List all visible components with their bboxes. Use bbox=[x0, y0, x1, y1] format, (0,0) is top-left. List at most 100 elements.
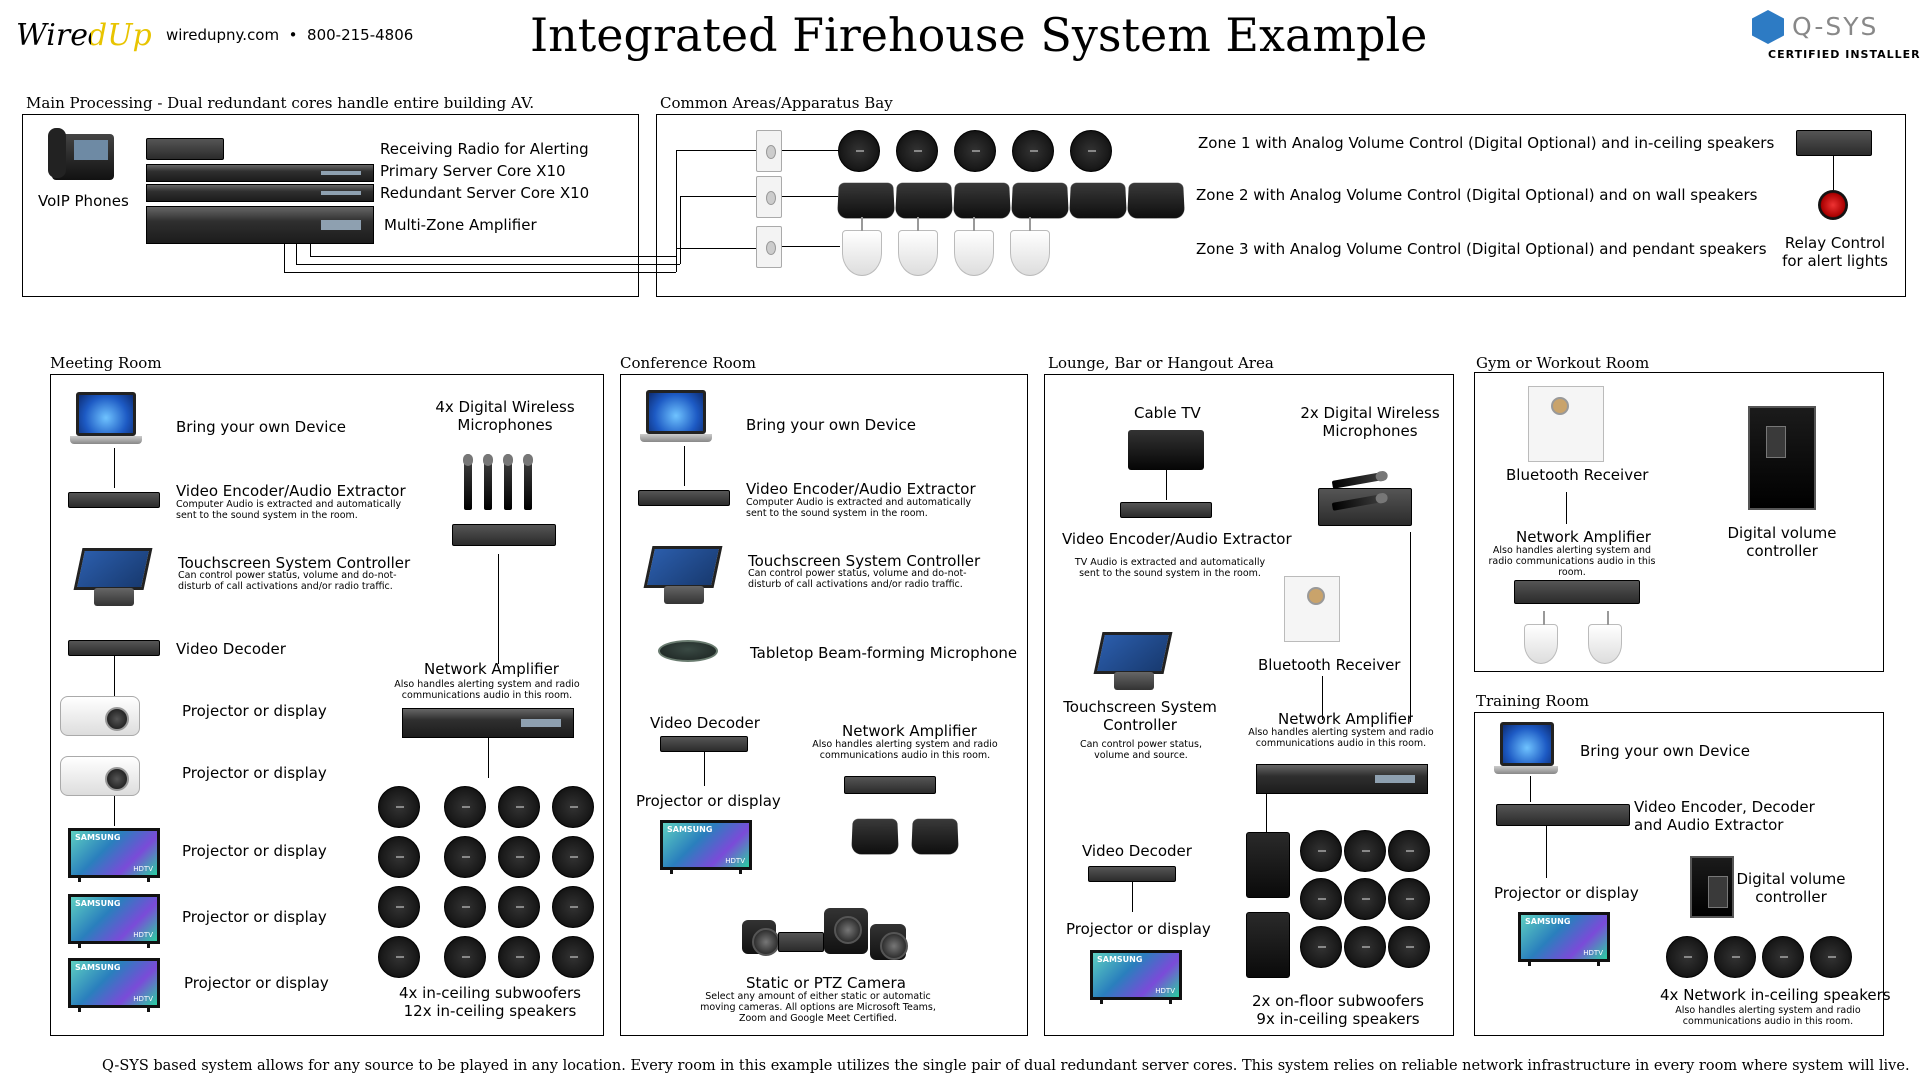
training-speakers-label: 4x Network in-ceiling speakers bbox=[1660, 986, 1891, 1004]
company-logo: WiredUp bbox=[16, 14, 152, 58]
camera-bar-icon bbox=[778, 932, 824, 952]
meeting-ceiling-speaker-icon bbox=[378, 786, 420, 828]
lounge-cable-label: Cable TV bbox=[1134, 404, 1201, 422]
conf-beam-label: Tabletop Beam-forming Microphone bbox=[750, 644, 1018, 662]
digital-volume-controller-icon bbox=[1748, 406, 1816, 510]
meeting-display1-label: Projector or display bbox=[182, 702, 327, 720]
contact-info: wiredupny.com • 800-215-4806 bbox=[166, 26, 414, 44]
lounge-mic-receiver-icon bbox=[1318, 488, 1412, 526]
meeting-ceiling-speaker-icon bbox=[498, 936, 540, 978]
meeting-ceiling-speaker-icon bbox=[444, 886, 486, 928]
training-title: Training Room bbox=[1476, 692, 1589, 710]
meeting-ceiling-speaker-icon bbox=[552, 836, 594, 878]
meeting-ceiling-speaker-icon bbox=[498, 886, 540, 928]
conf-touch-note: Can control power status, volume and do-… bbox=[748, 568, 967, 590]
meeting-decoder-icon bbox=[68, 640, 160, 656]
gym-pendant-speaker-icon bbox=[1524, 611, 1558, 664]
ptz-camera-icon bbox=[824, 908, 868, 954]
mic-icon bbox=[483, 454, 493, 510]
zone1-speaker-icon bbox=[1012, 130, 1054, 172]
conf-encoder-label: Video Encoder/Audio Extractor bbox=[746, 480, 976, 498]
meeting-display2-label: Projector or display bbox=[182, 764, 327, 782]
lounge-encoder-icon bbox=[1120, 502, 1212, 518]
meeting-ceiling-speaker-icon bbox=[444, 786, 486, 828]
lounge-bt-label: Bluetooth Receiver bbox=[1258, 656, 1401, 674]
meeting-touch-note: Can control power status, volume and do-… bbox=[178, 570, 397, 592]
zone1-speaker-icon bbox=[954, 130, 996, 172]
zone2-wall-speaker-icon bbox=[953, 182, 1011, 219]
redundant-core-icon bbox=[146, 184, 374, 202]
lounge-touchscreen-icon bbox=[1092, 632, 1173, 692]
zone1-volume-icon bbox=[756, 130, 782, 172]
training-byod-label: Bring your own Device bbox=[1580, 742, 1750, 760]
qsys-brand: Q-SYS bbox=[1792, 12, 1879, 41]
lounge-ceiling-speaker-icon bbox=[1344, 878, 1386, 920]
gym-amp-icon bbox=[1514, 580, 1640, 604]
conf-byod-label: Bring your own Device bbox=[746, 416, 916, 434]
zone2-wall-speaker-icon bbox=[1127, 182, 1185, 219]
lounge-ceiling-speaker-icon bbox=[1300, 878, 1342, 920]
main-processing-box bbox=[22, 114, 639, 297]
floor-subwoofer-icon bbox=[1246, 832, 1290, 898]
mic-icon bbox=[463, 454, 473, 510]
relay-device-icon bbox=[1796, 130, 1872, 156]
lounge-ceiling-speaker-icon bbox=[1344, 926, 1386, 968]
gym-amp-label: Network Amplifier bbox=[1516, 528, 1651, 546]
zone2-volume-icon bbox=[756, 176, 782, 218]
lounge-title: Lounge, Bar or Hangout Area bbox=[1048, 354, 1274, 372]
bluetooth-receiver-icon bbox=[1528, 386, 1604, 462]
zone1-speaker-icon bbox=[838, 130, 880, 172]
relay-label: Relay Control for alert lights bbox=[1782, 234, 1888, 270]
training-encdec-icon bbox=[1496, 804, 1630, 826]
zone2-wall-speaker-icon bbox=[1011, 182, 1069, 219]
network-amp-icon bbox=[402, 708, 574, 738]
lounge-decoder-icon bbox=[1088, 866, 1176, 882]
meeting-amp-note: Also handles alerting system and radio c… bbox=[394, 679, 580, 701]
lounge-ceiling-speaker-icon bbox=[1388, 926, 1430, 968]
zone2-wall-speaker-icon bbox=[895, 182, 953, 219]
conf-decoder-label: Video Decoder bbox=[650, 714, 760, 732]
gym-box bbox=[1474, 372, 1884, 672]
conf-wall-speaker-icon bbox=[851, 818, 899, 855]
qsys-logo: Q-SYS CERTIFIED INSTALLER bbox=[1752, 10, 1920, 64]
conf-encoder-icon bbox=[638, 490, 730, 506]
meeting-ceiling-speaker-icon bbox=[444, 936, 486, 978]
common-areas-title: Common Areas/Apparatus Bay bbox=[660, 94, 893, 112]
lounge-decoder-label: Video Decoder bbox=[1082, 842, 1192, 860]
meeting-room-box bbox=[50, 374, 604, 1036]
meeting-encoder-label: Video Encoder/Audio Extractor bbox=[176, 482, 406, 500]
alert-light-icon bbox=[1818, 190, 1848, 220]
meeting-byod-label: Bring your own Device bbox=[176, 418, 346, 436]
zone1-speaker-icon bbox=[896, 130, 938, 172]
meeting-ceiling-speaker-icon bbox=[378, 936, 420, 978]
footer-note: Q-SYS based system allows for any source… bbox=[102, 1058, 1910, 1074]
meeting-display3-label: Projector or display bbox=[182, 842, 327, 860]
lounge-ceiling-speaker-icon bbox=[1388, 878, 1430, 920]
meeting-touchscreen-icon bbox=[72, 548, 153, 608]
amplifier-icon bbox=[146, 206, 374, 244]
main-item-amplifier: Multi-Zone Amplifier bbox=[384, 216, 537, 234]
lounge-box bbox=[1044, 374, 1454, 1036]
zone1-speaker-icon bbox=[1070, 130, 1112, 172]
zone1-label: Zone 1 with Analog Volume Control (Digit… bbox=[1198, 134, 1775, 152]
meeting-mics-label: 4x Digital Wireless Microphones bbox=[435, 398, 575, 434]
conf-amp-icon bbox=[844, 776, 936, 794]
zone3-pendant-speaker-icon bbox=[842, 217, 882, 276]
conf-touchscreen-icon bbox=[642, 546, 723, 606]
lounge-amp-label: Network Amplifier bbox=[1278, 710, 1413, 728]
projector-icon bbox=[60, 696, 140, 736]
voip-label: VoIP Phones bbox=[38, 192, 129, 210]
conf-camera-label: Static or PTZ Camera bbox=[746, 974, 906, 992]
conf-touch-label: Touchscreen System Controller bbox=[748, 552, 981, 570]
lounge-speakers-label: 2x on-floor subwoofers 9x in-ceiling spe… bbox=[1252, 992, 1424, 1028]
lounge-touch-label: Touchscreen System Controller bbox=[1063, 698, 1217, 734]
zone3-label: Zone 3 with Analog Volume Control (Digit… bbox=[1196, 240, 1767, 258]
zone2-wall-speaker-icon bbox=[837, 182, 895, 219]
logo-text: WiredUp bbox=[16, 18, 152, 53]
meeting-ceiling-speaker-icon bbox=[498, 786, 540, 828]
gym-dvc-label: Digital volume controller bbox=[1727, 524, 1837, 560]
qsys-certified: CERTIFIED INSTALLER bbox=[1768, 48, 1920, 61]
